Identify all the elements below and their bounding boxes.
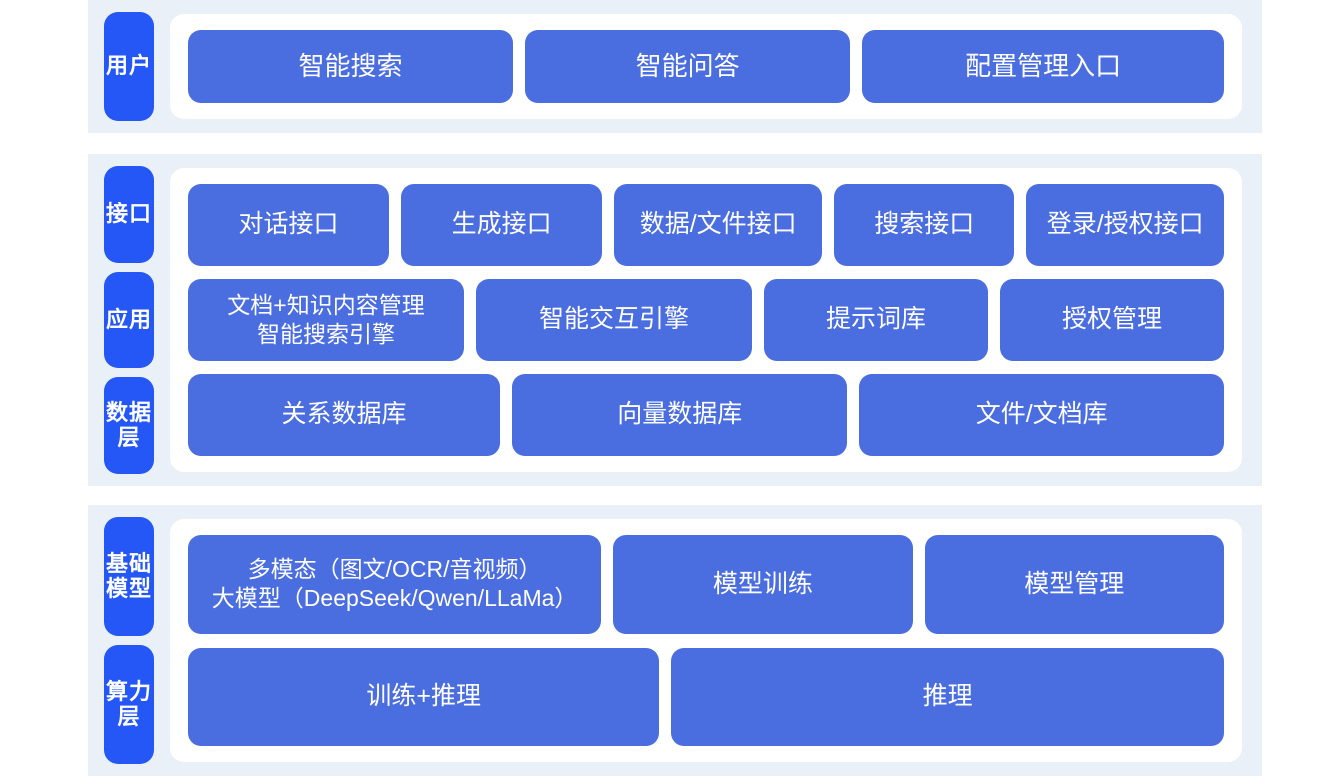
section-infrastructure-layer: 基础模型 算力层 多模态（图文/OCR/音视频） 大模型（DeepSeek/Qw… [88,505,1262,776]
section-platform-layer: 接口 应用 数据层 对话接口 生成接口 数据/文件接口 搜索接口 登录/授权接口… [88,154,1262,486]
card-generation-interface[interactable]: 生成接口 [401,184,603,266]
rail-user-layer: 用户 [88,0,154,133]
row-data-stores: 关系数据库 向量数据库 文件/文档库 [188,374,1225,456]
card-smart-qa[interactable]: 智能问答 [525,30,851,103]
row-compute: 训练+推理 推理 [188,647,1224,746]
card-data-file-interface[interactable]: 数据/文件接口 [614,184,823,266]
row-user-entries: 智能搜索 智能问答 配置管理入口 [188,30,1224,103]
rail-tab-user[interactable]: 用户 [104,12,154,121]
card-dialog-interface[interactable]: 对话接口 [188,184,390,266]
card-model-management[interactable]: 模型管理 [924,535,1224,634]
card-document-knowledge-management[interactable]: 文档+知识内容管理 智能搜索引擎 [188,279,464,361]
card-relational-database[interactable]: 关系数据库 [188,374,501,456]
panel-user-layer: 智能搜索 智能问答 配置管理入口 [170,14,1242,119]
card-file-document-store[interactable]: 文件/文档库 [859,374,1225,456]
panel-platform-layer: 对话接口 生成接口 数据/文件接口 搜索接口 登录/授权接口 文档+知识内容管理… [170,168,1242,472]
card-config-management-entry[interactable]: 配置管理入口 [862,30,1224,103]
row-interfaces: 对话接口 生成接口 数据/文件接口 搜索接口 登录/授权接口 [188,184,1224,266]
rail-infrastructure-layer: 基础模型 算力层 [88,505,154,776]
card-training-and-inference[interactable]: 训练+推理 [188,647,660,746]
rail-tab-foundation-model[interactable]: 基础模型 [104,517,154,636]
card-inference[interactable]: 推理 [671,647,1224,746]
card-model-training[interactable]: 模型训练 [613,535,913,634]
rail-platform-layer: 接口 应用 数据层 [88,154,154,486]
section-user-layer: 用户 智能搜索 智能问答 配置管理入口 [88,0,1262,133]
card-login-auth-interface[interactable]: 登录/授权接口 [1026,184,1224,266]
card-vector-database[interactable]: 向量数据库 [512,374,848,456]
card-multimodal-large-model[interactable]: 多模态（图文/OCR/音视频） 大模型（DeepSeek/Qwen/LLaMa） [188,535,602,634]
card-smart-search[interactable]: 智能搜索 [188,30,514,103]
panel-infrastructure-layer: 多模态（图文/OCR/音视频） 大模型（DeepSeek/Qwen/LLaMa）… [170,519,1242,762]
rail-tab-compute-layer[interactable]: 算力层 [104,645,154,764]
card-authorization-management[interactable]: 授权管理 [1000,279,1224,361]
row-applications: 文档+知识内容管理 智能搜索引擎 智能交互引擎 提示词库 授权管理 [188,279,1224,361]
card-search-interface[interactable]: 搜索接口 [834,184,1015,266]
card-prompt-library[interactable]: 提示词库 [764,279,988,361]
rail-tab-application[interactable]: 应用 [104,271,154,369]
card-smart-interaction-engine[interactable]: 智能交互引擎 [476,279,752,361]
row-models: 多模态（图文/OCR/音视频） 大模型（DeepSeek/Qwen/LLaMa）… [188,535,1224,634]
rail-tab-interface[interactable]: 接口 [104,166,154,263]
rail-tab-data-layer[interactable]: 数据层 [104,377,154,475]
